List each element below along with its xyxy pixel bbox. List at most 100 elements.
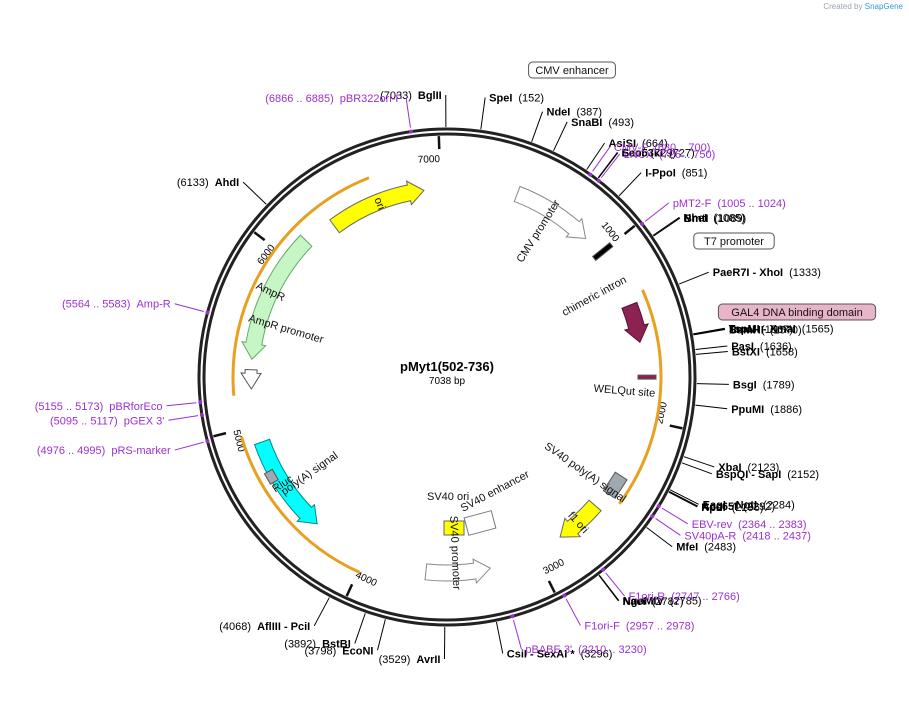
gal4-domain-box	[717, 303, 877, 321]
site-leader	[669, 489, 699, 505]
site-label: NheI (1085)	[683, 212, 745, 224]
label-name: TspMI - XmaI	[729, 323, 796, 335]
site-leader	[646, 527, 673, 548]
welqut-label: WELQut site	[593, 383, 656, 400]
label-name: I-PpoI	[645, 168, 676, 180]
ampr-promoter-arrow	[240, 368, 262, 390]
label-position: (2284)	[763, 499, 795, 511]
cmv-enhancer-box	[528, 61, 616, 79]
primer-leader	[174, 441, 204, 451]
label-position: (1636)	[760, 341, 792, 353]
label-name: XbaI	[718, 462, 741, 474]
site-leader	[696, 383, 729, 385]
site-leader	[531, 111, 543, 142]
site-leader	[695, 404, 728, 410]
label-position: (2418 .. 2437)	[742, 530, 811, 542]
label-name: CMV-F	[614, 142, 649, 154]
site-label: (6133)AhdI	[177, 177, 239, 189]
label-position: (1085)	[713, 212, 745, 224]
label-position: (152)	[518, 93, 544, 105]
plasmid-backbone	[197, 127, 697, 627]
plasmid-name: pMyt1(502-736)	[400, 359, 494, 374]
site-label: NdeI(387)	[547, 107, 603, 119]
snapgene-logo: SnapGene	[864, 2, 903, 11]
label-position: (2123)	[748, 462, 780, 474]
label-name: AvrII	[416, 654, 440, 666]
primer-tick	[198, 400, 203, 405]
site-leader	[495, 621, 504, 654]
label-name: pBABE 3'	[525, 644, 572, 656]
label-name: pRS-marker	[111, 445, 171, 457]
label-position: (5155 .. 5173)	[35, 401, 104, 413]
primer-label: pBABE 3' (3210 .. 3230)	[525, 644, 646, 656]
cmv-promoter-arrow	[513, 185, 587, 239]
site-label: BamHI(1570)	[729, 325, 802, 337]
primer-leader	[512, 619, 522, 650]
primer-label: (5564 .. 5583)Amp-R	[62, 299, 171, 311]
label-name: NheI	[683, 212, 707, 224]
site-leader	[376, 619, 386, 651]
coding-arc	[231, 176, 370, 396]
primer-leader	[661, 507, 689, 525]
primer-label: (4976 .. 4995)pRS-marker	[37, 445, 171, 457]
feature-layer	[231, 176, 663, 585]
label-name: SnaBI	[571, 117, 602, 129]
tick-mark	[669, 424, 683, 430]
label-position: (1570)	[770, 325, 802, 337]
label-name: EBV-rev	[692, 519, 733, 531]
label-name: PasI	[731, 341, 754, 353]
site-leader	[480, 97, 486, 130]
label-position: (727)	[669, 147, 695, 159]
label-position: (2296)	[732, 502, 764, 514]
site-leader	[618, 172, 642, 197]
tick-label: 1000	[598, 220, 621, 245]
label-position: (1789)	[763, 379, 795, 391]
site-label: SpeI(152)	[489, 93, 544, 105]
label-name: pGEX 3'	[124, 415, 165, 427]
label-position: (2483)	[704, 542, 736, 554]
label-position: (1567)	[761, 324, 793, 336]
label-position: (1333)	[789, 267, 821, 279]
label-name: SV40pA-R	[684, 530, 736, 542]
label-position: (3210 .. 3230)	[578, 644, 647, 656]
site-leader	[695, 345, 728, 350]
ampr-arrow	[241, 234, 313, 361]
primer-tick	[562, 593, 567, 598]
label-position: (6866 .. 6885)	[265, 93, 334, 105]
label-position: (1089)	[714, 213, 746, 225]
label-name: MfeI	[676, 542, 698, 554]
label-position: (1005 .. 1024)	[717, 198, 786, 210]
label-name: SacI	[622, 148, 645, 160]
site-leader	[669, 490, 698, 507]
label-name: pBRforEco	[109, 401, 162, 413]
primer-leader	[592, 146, 611, 172]
primer-leader	[405, 97, 411, 128]
site-label: BsgI(1789)	[733, 379, 795, 391]
label-position: (726 .. 750)	[659, 149, 715, 161]
site-leader	[598, 152, 619, 179]
primer-tick	[205, 439, 210, 444]
site-leader	[683, 456, 715, 468]
primer-leader	[600, 153, 621, 179]
label-name: NgoMIV	[623, 596, 665, 608]
site-label: CsiI - SexAI *(3296)	[507, 648, 613, 660]
label-name: NaeI	[622, 596, 645, 608]
primer-leader	[655, 518, 681, 536]
chimeric-intron-label: chimeric intron	[560, 274, 629, 319]
tick-label: 5000	[230, 429, 246, 454]
primer-label: pMT2-F(1005 .. 1024)	[673, 198, 786, 210]
label-name: BstXI	[732, 346, 760, 358]
primer-tick	[588, 172, 593, 177]
site-leader	[653, 217, 681, 237]
primer-leader	[168, 415, 199, 421]
primer-label: F1ori-F(2957 .. 2978)	[584, 620, 694, 632]
label-position: (7033)	[380, 90, 412, 102]
label-position: (5095 .. 5117)	[50, 415, 118, 427]
label-name: AflIII - PciI	[257, 621, 310, 633]
sv40-enhancer-box	[463, 510, 497, 536]
primer-label: (5095 .. 5117) pGEX 3'	[50, 415, 164, 427]
label-name: pBR322ori-F	[340, 93, 403, 105]
site-leader	[695, 350, 728, 355]
